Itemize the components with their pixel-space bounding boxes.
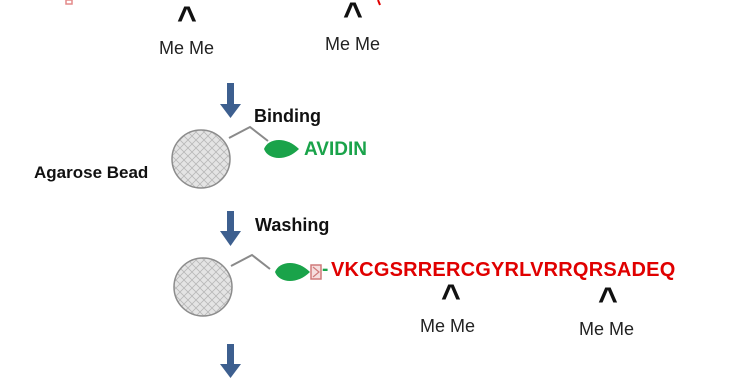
down-arrow-icon <box>220 83 241 118</box>
down-arrow-icon <box>220 344 241 378</box>
agarose-bead-icon <box>173 257 233 317</box>
agarose-bead-icon <box>171 129 231 189</box>
biotin-tag-icon <box>310 264 322 280</box>
methyl-label: Me Me <box>579 319 635 339</box>
avidin-icon <box>264 139 299 159</box>
peptide-link-dash: - <box>322 259 329 280</box>
methyl-label: Me Me <box>159 38 215 58</box>
peptide-fragment-mark <box>377 0 381 6</box>
down-arrow-icon <box>220 211 241 246</box>
linker-line <box>228 125 269 142</box>
methyl-caret-mark: ^ <box>598 281 618 319</box>
avidin-icon <box>275 262 310 282</box>
biotin-tag-fragment-icon <box>65 0 73 5</box>
methyl-caret-mark: ^ <box>441 278 461 316</box>
methyl-caret-mark: ^ <box>343 0 363 34</box>
avidin-label: AVIDIN <box>304 139 367 160</box>
binding-step-label: Binding <box>254 106 321 126</box>
peptide-sequence: VKCGSRRERCGYRLVRRQRSADEQ <box>331 259 676 281</box>
methyl-caret-mark: ^ <box>177 0 197 38</box>
linker-line <box>230 253 271 270</box>
washing-step-label: Washing <box>255 215 330 235</box>
methyl-label: Me Me <box>325 34 381 54</box>
methyl-label: Me Me <box>420 316 476 336</box>
agarose-bead-label: Agarose Bead <box>34 163 149 182</box>
